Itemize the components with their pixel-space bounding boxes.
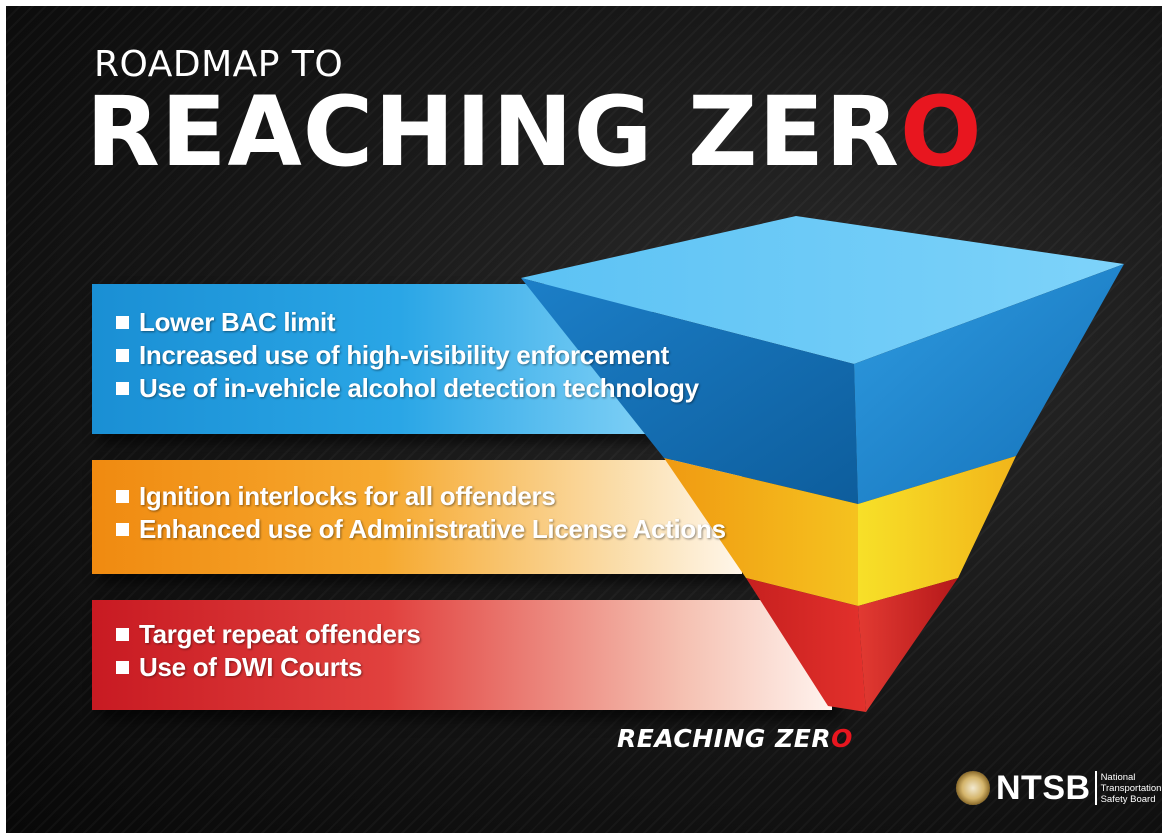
tier-red-list: Target repeat offenders Use of DWI Court… <box>116 618 421 684</box>
bullet-icon <box>116 382 129 395</box>
list-item: Use of in-vehicle alcohol detection tech… <box>116 372 699 405</box>
tier-orange-band <box>92 460 742 574</box>
list-item: Target repeat offenders <box>116 618 421 651</box>
tier-orange-list: Ignition interlocks for all offenders En… <box>116 480 726 546</box>
pyramid-orange-right-face <box>858 456 1016 606</box>
bullet-icon <box>116 349 129 362</box>
pyramid-blue-left-face <box>521 278 858 504</box>
funnel-pyramid <box>521 216 1124 712</box>
ntsb-logo: NTSB National Transportation Safety Boar… <box>956 766 1161 810</box>
list-item: Ignition interlocks for all offenders <box>116 480 726 513</box>
tagline-red: O <box>831 724 853 753</box>
ntsb-logo-subtitle: National Transportation Safety Board <box>1101 772 1162 805</box>
list-item: Increased use of high-visibility enforce… <box>116 339 699 372</box>
logo-line-2: Transportation <box>1100 782 1162 794</box>
pyramid-blue-right-face <box>854 264 1124 504</box>
pyramid-blue-top <box>521 216 1124 364</box>
tagline-white: REACHING ZER <box>617 724 832 753</box>
reaching-zero-tagline: REACHING ZERO <box>617 724 853 753</box>
title-line-2-red: O <box>899 76 983 188</box>
title-line-2: REACHING ZERO <box>86 84 983 180</box>
title-line-2-white: REACHING ZER <box>86 76 900 188</box>
bullet-icon <box>116 628 129 641</box>
bullet-icon <box>116 661 129 674</box>
list-item: Lower BAC limit <box>116 306 699 339</box>
logo-divider <box>1094 771 1097 805</box>
bullet-icon <box>116 490 129 503</box>
bullet-icon <box>116 316 129 329</box>
poster: ROADMAP TO REACHING ZERO <box>6 6 1162 833</box>
list-item: Enhanced use of Administrative License A… <box>116 513 726 546</box>
bullet-icon <box>116 523 129 536</box>
logo-line-3: Safety Board <box>1100 793 1156 805</box>
list-item: Use of DWI Courts <box>116 651 421 684</box>
ntsb-logo-mark: NTSB <box>996 769 1091 807</box>
title-line-1: ROADMAP TO <box>94 44 344 85</box>
tier-blue-list: Lower BAC limit Increased use of high-vi… <box>116 306 699 405</box>
tier-red-band <box>92 600 832 710</box>
ntsb-seal-icon <box>956 771 990 805</box>
pyramid-red-right-face <box>858 578 958 712</box>
pyramid-orange-left-face <box>664 458 858 606</box>
logo-line-1: National <box>1100 771 1136 783</box>
pyramid-red-left-face <box>746 578 866 712</box>
